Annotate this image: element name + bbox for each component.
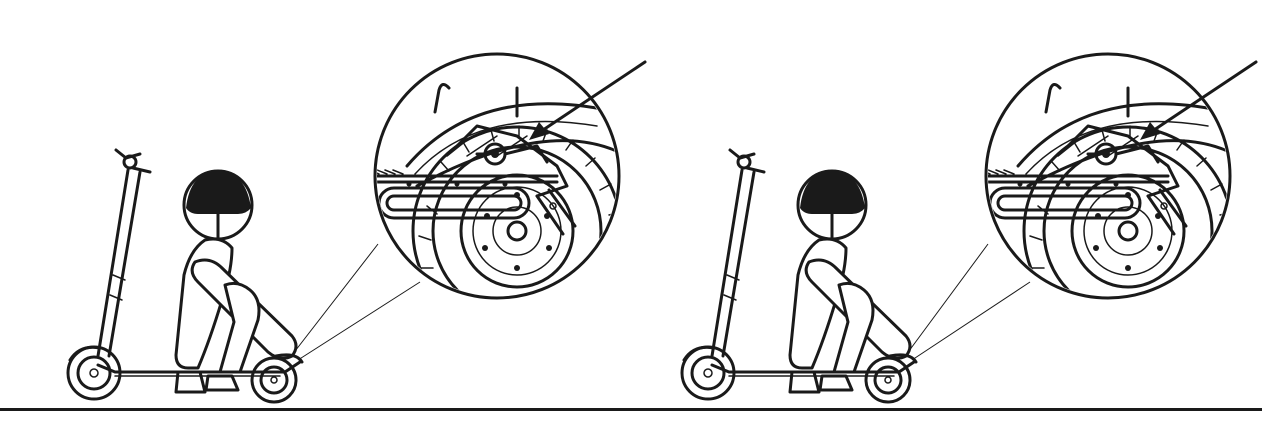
brake-detail-view — [367, 54, 645, 344]
panel-right — [680, 54, 1256, 404]
zoom-leader-lines — [905, 243, 1031, 361]
bottom-rule — [0, 408, 1262, 411]
brake-detail-view — [978, 54, 1256, 344]
panel-left — [66, 54, 645, 404]
zoom-leader-lines — [291, 243, 421, 361]
